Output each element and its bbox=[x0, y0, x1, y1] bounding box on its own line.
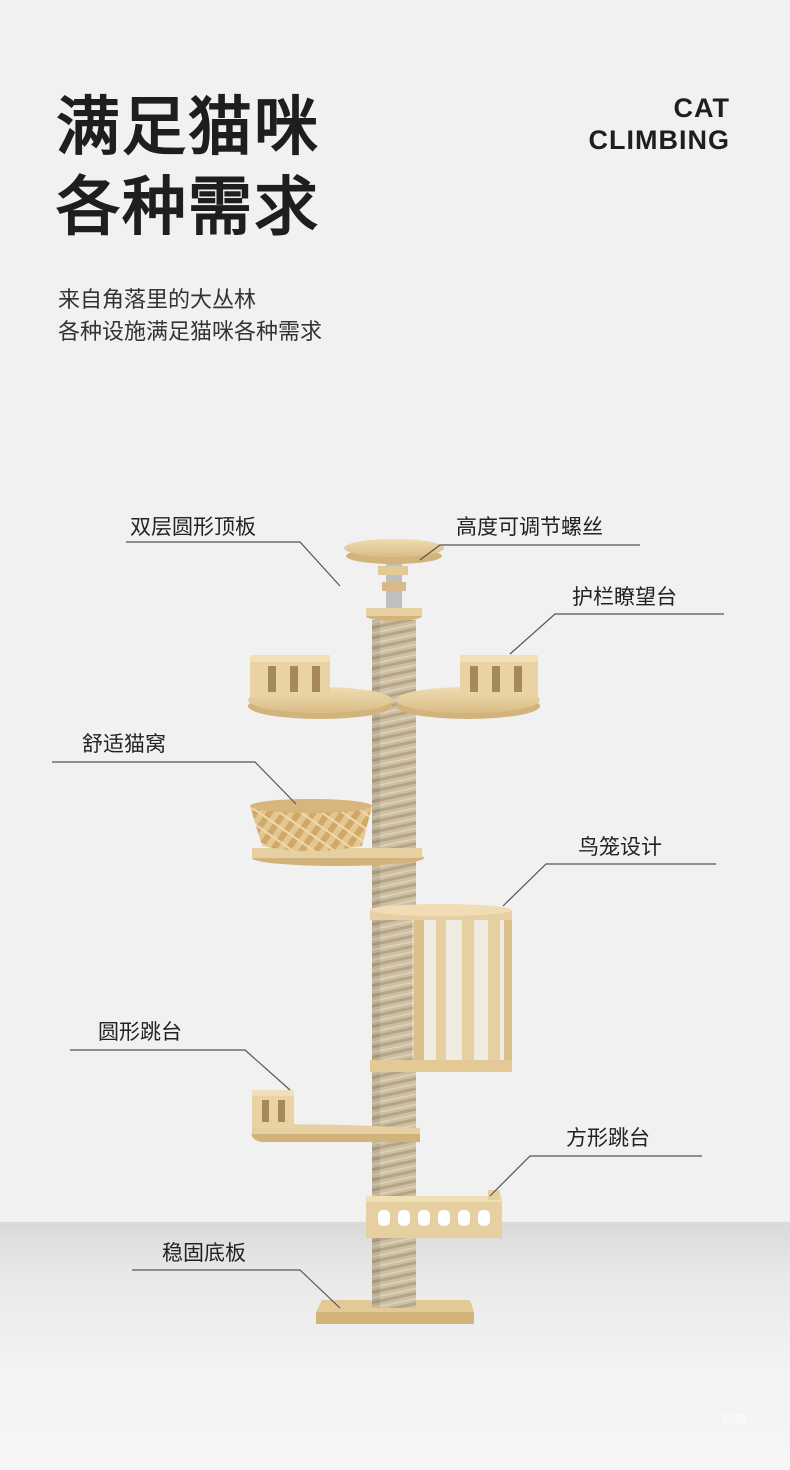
brand-line-2: CLIMBING bbox=[588, 125, 730, 155]
lookout-platform bbox=[248, 655, 540, 719]
callout-lines bbox=[52, 541, 724, 1309]
top-board bbox=[344, 539, 444, 621]
label-top-board: 双层圆形顶板 bbox=[130, 515, 256, 539]
subtitle-line-2: 各种设施满足猫咪各种需求 bbox=[58, 320, 323, 345]
headline-line-1: 满足猫咪 bbox=[56, 91, 320, 165]
label-round-platform: 圆形跳台 bbox=[98, 1020, 182, 1044]
birdcage bbox=[370, 904, 512, 1072]
scratching-post bbox=[372, 620, 416, 1308]
label-adjust-screw: 高度可调节螺丝 bbox=[456, 515, 603, 539]
subtitle-line-1: 来自角落里的大丛林 bbox=[58, 288, 257, 313]
label-base: 稳固底板 bbox=[162, 1241, 246, 1265]
label-lookout: 护栏瞭望台 bbox=[572, 585, 677, 609]
round-jump-platform bbox=[251, 1090, 420, 1142]
label-birdcage: 鸟笼设计 bbox=[578, 835, 662, 859]
square-jump-platform bbox=[366, 1190, 502, 1238]
basket-nest bbox=[250, 799, 424, 866]
brand-title: CAT CLIMBING bbox=[589, 92, 730, 156]
subtitle: 来自角落里的大丛林 各种设施满足猫咪各种需求 bbox=[58, 285, 322, 349]
label-nest: 舒适猫窝 bbox=[82, 732, 166, 756]
brand-line-1: CAT bbox=[673, 93, 730, 123]
headline-line-2: 各种需求 bbox=[56, 171, 320, 245]
label-square-platform: 方形跳台 bbox=[566, 1126, 650, 1150]
watermark: 利物 bbox=[721, 1412, 746, 1426]
headline: 满足猫咪 各种需求 bbox=[56, 88, 320, 248]
